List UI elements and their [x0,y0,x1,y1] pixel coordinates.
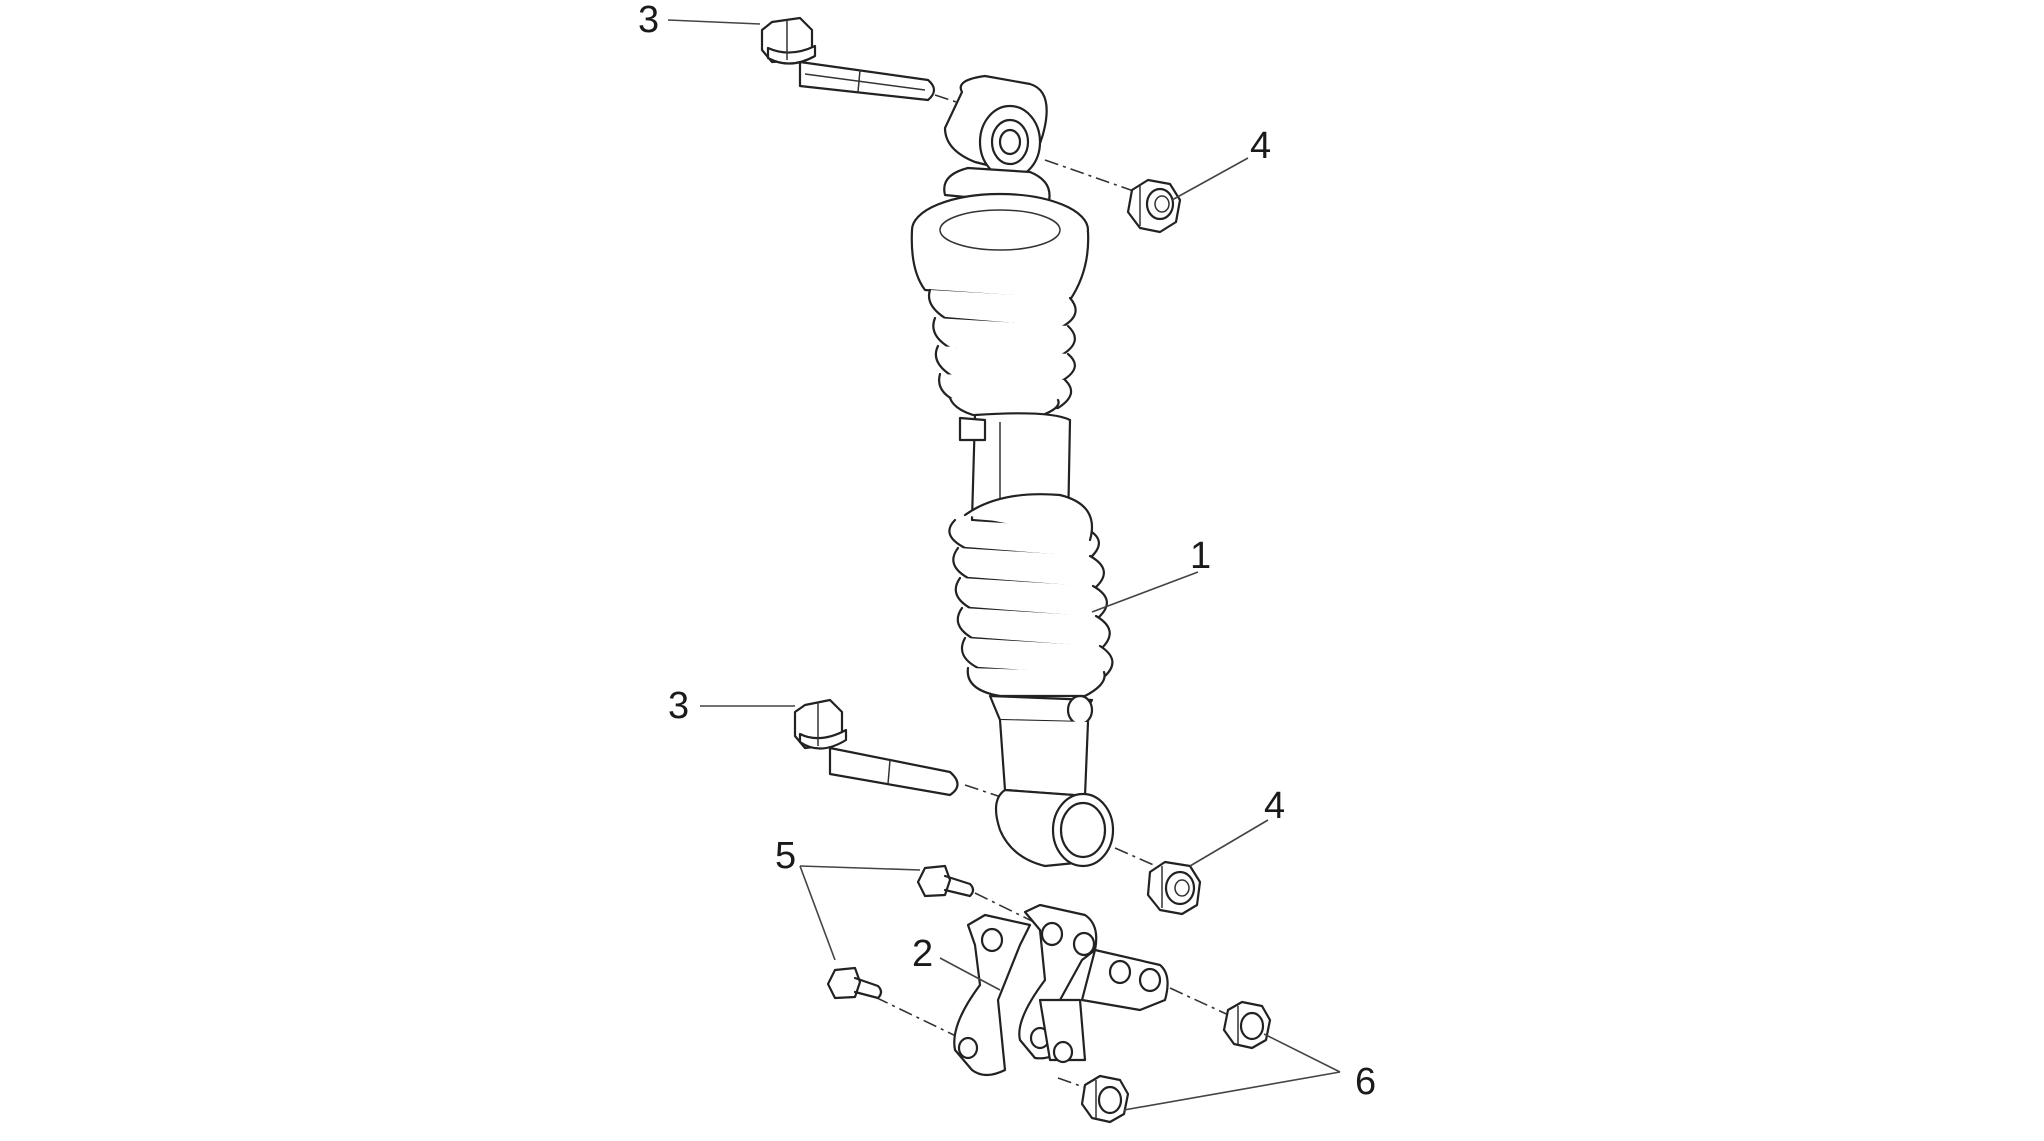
leader-5-lower [799,865,836,961]
top-bolt-part [760,16,936,102]
shock-absorber-part [910,74,1115,868]
callout-6: 6 [1355,1061,1376,1103]
nuts-part [1080,1000,1272,1124]
leader-1 [1091,571,1199,613]
callout-4-bottom: 4 [1264,785,1285,827]
callout-4-top: 4 [1250,125,1271,167]
axis-top-nut [1044,159,1146,196]
axis-bottom-nut [1114,847,1166,871]
callout-2: 2 [912,933,933,975]
leader-5-upper [799,865,921,871]
leader-4-top [1171,157,1249,201]
axis-nut-right [1169,987,1236,1019]
screws-part [826,864,975,1000]
bracket-part [953,903,1169,1077]
callout-3-bottom: 3 [668,685,689,727]
leader-4-bottom [1189,819,1269,867]
leader-2 [939,957,1001,991]
bottom-bolt-part [793,698,959,797]
callout-labels: 3 4 1 3 4 5 2 6 [638,0,1376,1103]
top-nut-part [1126,178,1182,234]
leader-3-top [667,19,761,25]
leader-6-upper [1263,1033,1341,1073]
callout-1: 1 [1190,535,1211,577]
callout-3-top: 3 [638,0,659,41]
callout-5: 5 [775,835,796,877]
leader-lines [667,19,1341,1111]
bottom-nut-part [1146,860,1202,916]
leader-6-lower [1123,1071,1341,1111]
